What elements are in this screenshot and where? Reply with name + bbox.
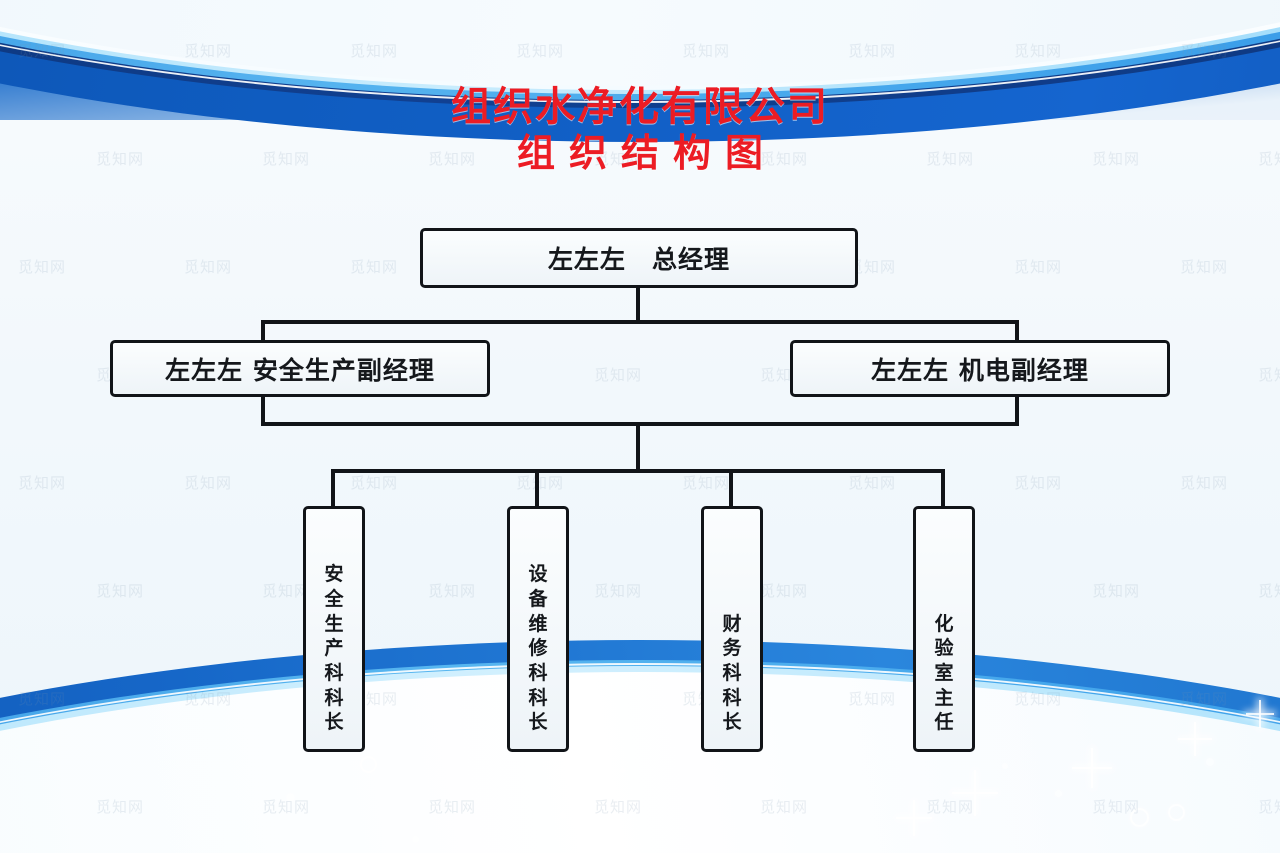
node-label-char: 室: [934, 661, 954, 684]
connector-to-safety-dm: [261, 320, 265, 342]
bokeh-dot: [412, 836, 419, 843]
title-line-subtitle: 组织结构图: [516, 131, 777, 176]
bokeh-dot: [1206, 758, 1214, 766]
connector-drop-maint-sec: [535, 469, 539, 508]
bokeh-ring: [1168, 804, 1185, 821]
bokeh-dot: [560, 812, 566, 818]
node-label-char: 修: [528, 637, 548, 660]
connector-join-to-fanout: [636, 422, 640, 472]
bottom-swoosh-highlight-line: [0, 663, 1280, 853]
bokeh-dot: [1055, 790, 1062, 797]
node-label: 左左左 总经理: [547, 245, 730, 274]
node-label-char: 备: [528, 587, 548, 610]
connector-drop-lab-sec: [941, 469, 945, 508]
bokeh-ring: [1130, 808, 1149, 827]
bokeh-dot: [1002, 763, 1008, 769]
node-label-char: 长: [528, 711, 548, 734]
node-label-char: 产: [324, 637, 344, 660]
node-label-char: 科: [528, 661, 548, 684]
connector-gm-down: [636, 287, 640, 324]
node-label-char: 科: [722, 661, 742, 684]
node-label-char: 科: [528, 686, 548, 709]
connector-drop-finance-sec: [729, 469, 733, 508]
top-swoosh-highlight-line: [0, 0, 1280, 103]
node-deputy-manager-safety[interactable]: 左左左 安全生产副经理: [110, 340, 490, 397]
node-section-chief-safety-production[interactable]: 安全生产科科长: [303, 506, 365, 752]
node-deputy-manager-electromechanical[interactable]: 左左左 机电副经理: [790, 340, 1170, 397]
node-section-chief-equipment-maintenance[interactable]: 设备维修科科长: [507, 506, 569, 752]
bokeh-ring: [360, 756, 377, 773]
node-label-char: 务: [722, 637, 742, 660]
node-label-char: 验: [934, 637, 954, 660]
connector-level3-join-bar: [261, 422, 1019, 426]
node-label-char: 长: [324, 711, 344, 734]
node-label-char: 财: [722, 612, 742, 635]
node-label-char: 科: [324, 686, 344, 709]
node-label-char: 科: [324, 661, 344, 684]
background-center-panel: [0, 120, 1280, 740]
node-general-manager[interactable]: 左左左 总经理: [420, 228, 858, 288]
node-label-char: 维: [528, 612, 548, 635]
node-label-char: 任: [934, 711, 954, 734]
bokeh-dot: [620, 768, 625, 773]
node-label-char: 设: [528, 563, 548, 586]
node-label: 左左左 机电副经理: [871, 355, 1089, 385]
connector-electro-dm-down: [1015, 396, 1019, 426]
node-section-chief-finance[interactable]: 财务科科长: [701, 506, 763, 752]
connector-fanout-bar: [331, 469, 945, 473]
poster-title: 组织水净化有限公司 组织结构图: [0, 84, 1280, 176]
bokeh-dot: [286, 793, 295, 802]
title-line-company: 组织水净化有限公司: [451, 84, 829, 130]
node-label-char: 生: [324, 612, 344, 635]
connector-to-electro-dm: [1015, 320, 1019, 342]
node-label-char: 长: [722, 711, 742, 734]
connector-safety-dm-down: [261, 396, 265, 426]
node-label-char: 化: [934, 612, 954, 635]
connector-drop-safety-sec: [331, 469, 335, 508]
connector-level2-bar: [261, 320, 1019, 324]
node-label-char: 安: [324, 563, 344, 586]
node-label-char: 全: [324, 587, 344, 610]
node-director-laboratory[interactable]: 化验室主任: [913, 506, 975, 752]
node-label-char: 主: [934, 686, 954, 709]
node-label-char: 科: [722, 686, 742, 709]
node-label: 左左左 安全生产副经理: [165, 355, 435, 385]
